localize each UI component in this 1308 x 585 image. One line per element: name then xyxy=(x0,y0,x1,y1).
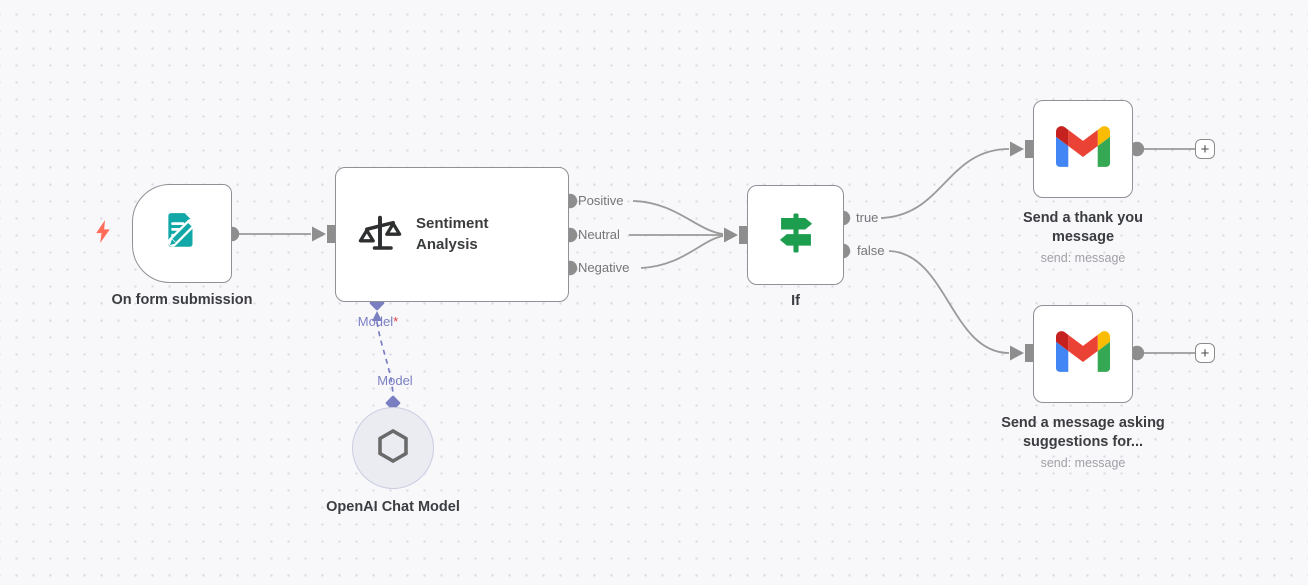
node-gmail-suggestions[interactable] xyxy=(1033,305,1133,403)
signpost-icon xyxy=(773,210,819,261)
gmail-icon xyxy=(1056,126,1110,172)
input-port-gmail-suggestions[interactable] xyxy=(1010,344,1033,362)
openai-logo-icon xyxy=(373,426,413,471)
node-sentiment-analysis[interactable]: Sentiment Analysis xyxy=(335,167,569,302)
add-step-button-top[interactable]: + xyxy=(1195,139,1215,159)
node-gmail-thank-you[interactable] xyxy=(1033,100,1133,198)
node-label-gmail-thank-you: Send a thank you message send: message xyxy=(998,209,1168,266)
output-port-gmail-thank-you[interactable] xyxy=(1129,141,1145,157)
connection-positive-to-if[interactable] xyxy=(632,200,724,235)
gmail-thank-you-title: Send a thank you message xyxy=(1022,210,1144,245)
output-port-gmail-suggestions[interactable] xyxy=(1129,345,1145,361)
gmail-suggestions-title: Send a message asking suggestions for... xyxy=(1001,415,1165,450)
node-if[interactable] xyxy=(747,185,844,285)
gmail-icon xyxy=(1056,331,1110,377)
output-label-negative: Negative xyxy=(578,260,630,275)
openai-output-label: Model xyxy=(377,373,413,388)
output-label-positive: Positive xyxy=(578,193,624,208)
node-label-openai-chat-model: OpenAI Chat Model xyxy=(326,499,460,515)
model-wire-arrow xyxy=(372,311,382,321)
balance-scale-icon xyxy=(358,210,402,259)
sentiment-node-title: Sentiment Analysis xyxy=(416,215,489,253)
form-icon xyxy=(161,210,203,257)
model-output-port-openai[interactable] xyxy=(385,395,401,411)
add-step-button-bottom[interactable]: + xyxy=(1195,343,1215,363)
node-label-if: If xyxy=(791,293,800,309)
trigger-bolt-icon xyxy=(96,220,111,248)
node-label-gmail-suggestions: Send a message asking suggestions for...… xyxy=(973,414,1193,471)
input-port-gmail-thank-you[interactable] xyxy=(1010,140,1033,158)
node-on-form-submission[interactable] xyxy=(132,184,232,283)
gmail-suggestions-subtitle: send: message xyxy=(1040,456,1126,470)
output-label-neutral: Neutral xyxy=(578,227,620,242)
output-label-true: true xyxy=(856,210,879,225)
connection-openai-model-to-sentiment[interactable] xyxy=(372,311,394,395)
connection-true-to-gmail-thank-you[interactable] xyxy=(880,148,1010,219)
model-input-label-text: Model xyxy=(357,314,394,329)
node-openai-chat-model[interactable] xyxy=(352,407,434,489)
connection-false-to-gmail-suggestions[interactable] xyxy=(888,250,1010,354)
input-port-sentiment[interactable] xyxy=(312,225,335,243)
required-marker: * xyxy=(393,314,399,329)
gmail-thank-you-subtitle: send: message xyxy=(1040,251,1126,265)
connection-negative-to-if[interactable] xyxy=(640,235,724,269)
input-port-if[interactable] xyxy=(724,226,747,244)
node-label-on-form-submission: On form submission xyxy=(111,292,253,308)
model-input-label: Model* xyxy=(318,315,438,329)
output-label-false: false xyxy=(857,243,885,258)
